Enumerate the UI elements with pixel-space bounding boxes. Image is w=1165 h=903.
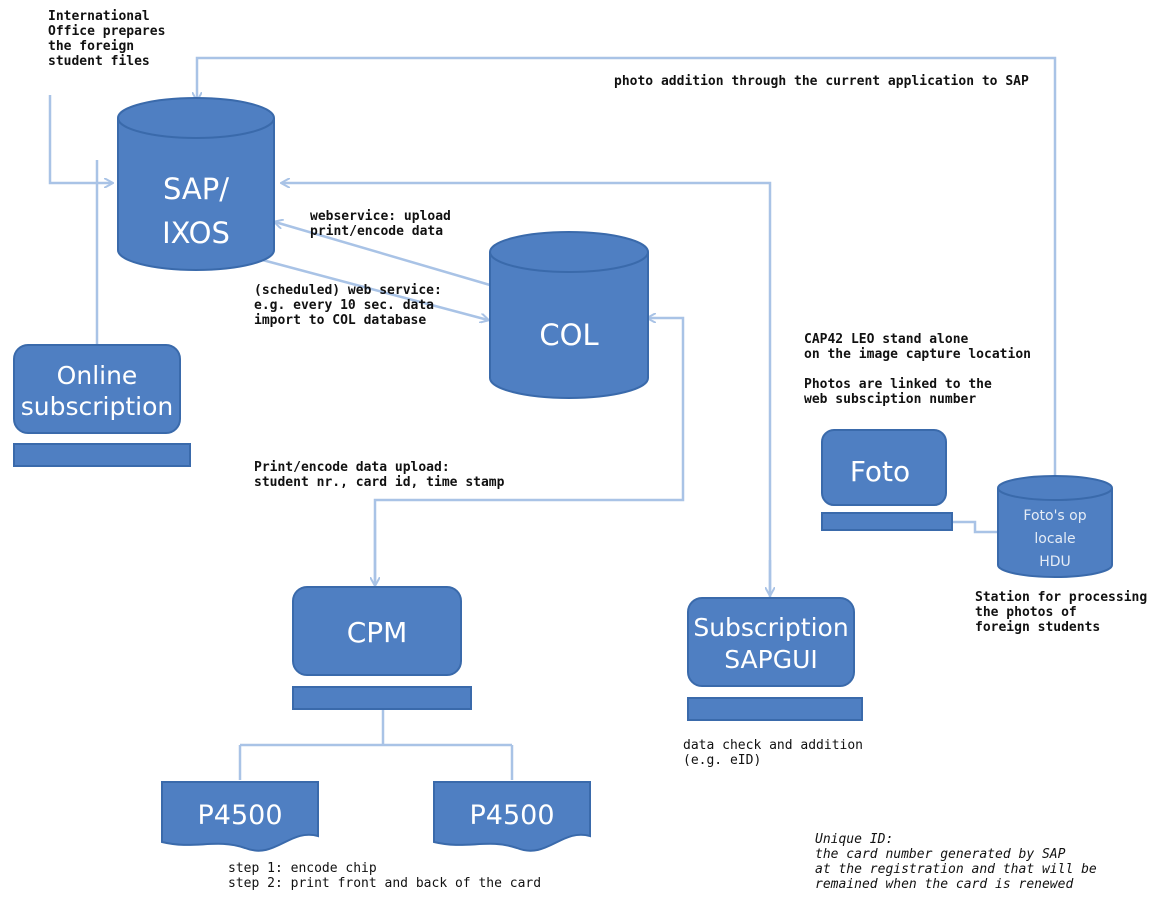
foto-computer[interactable]: Foto <box>821 429 953 531</box>
online-label-line2: subscription <box>21 392 174 421</box>
sap-ixos-database[interactable]: SAP/ IXOS <box>117 97 275 271</box>
connector-col-to-sap-upload <box>275 222 491 287</box>
note-photos-linked: Photos are linked to the web subsciption… <box>804 377 992 407</box>
col-database[interactable]: COL <box>489 231 649 399</box>
online-subscription-computer[interactable]: Online subscription <box>13 344 191 467</box>
printer-1-label: P4500 <box>198 800 283 831</box>
printer-1[interactable]: P4500 <box>161 781 319 852</box>
note-scheduled-service: (scheduled) web service: e.g. every 10 s… <box>254 283 442 328</box>
note-print-encode-upload: Print/encode data upload: student nr., c… <box>254 460 505 490</box>
cpm-computer[interactable]: CPM <box>292 586 472 710</box>
foto-hdu-label-line3: HDU <box>1039 554 1071 570</box>
subscription-sapgui-computer[interactable]: Subscription SAPGUI <box>687 597 863 721</box>
connector-foto-to-hdu <box>952 520 998 534</box>
note-data-check: data check and addition (e.g. eID) <box>683 738 864 768</box>
cpm-label: CPM <box>347 616 408 649</box>
sap-label-line2: IXOS <box>162 216 230 250</box>
printer-2[interactable]: P4500 <box>433 781 591 852</box>
foto-hdu-storage[interactable]: Foto's op locale HDU <box>997 475 1113 578</box>
subscription-label-line1: Subscription <box>693 613 848 642</box>
connector-cpm-to-printers <box>238 710 514 780</box>
printer-2-label: P4500 <box>470 800 555 831</box>
note-international-office: International Office prepares the foreig… <box>48 9 166 69</box>
foto-hdu-label-line2: locale <box>1034 531 1075 547</box>
note-cap42: CAP42 LEO stand alone on the image captu… <box>804 332 1031 362</box>
connectors <box>48 56 1057 780</box>
connector-sap-to-col-scheduled <box>254 256 488 320</box>
connector-photo-addition-to-sap <box>197 56 1057 475</box>
subscription-label-line2: SAPGUI <box>724 645 818 674</box>
note-unique-id: Unique ID: the card number generated by … <box>815 832 1097 892</box>
sap-label-line1: SAP/ <box>163 172 229 206</box>
foto-label: Foto <box>850 455 910 488</box>
note-steps: step 1: encode chip step 2: print front … <box>228 861 542 891</box>
connector-subscription-to-sap <box>282 183 772 598</box>
col-label: COL <box>539 318 598 352</box>
note-station: Station for processing the photos of for… <box>975 590 1148 635</box>
online-label-line1: Online <box>57 361 138 390</box>
note-photo-addition: photo addition through the current appli… <box>614 74 1029 89</box>
note-webservice-upload: webservice: upload print/encode data <box>310 209 451 239</box>
foto-hdu-label-line1: Foto's op <box>1023 508 1086 524</box>
connector-intl-office-to-sap <box>48 95 112 183</box>
